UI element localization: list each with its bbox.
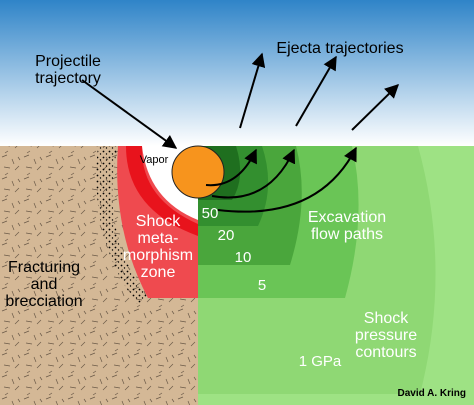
sky bbox=[0, 0, 474, 146]
label-fracturing-2: and bbox=[31, 276, 58, 293]
label-fracturing-3: brecciation bbox=[5, 293, 82, 310]
label-shock-meta-2: meta- bbox=[138, 230, 179, 247]
label-ejecta: Ejecta trajectories bbox=[276, 40, 403, 57]
label-shock-meta-3: morphism bbox=[123, 247, 193, 264]
label-shock-meta-1: Shock bbox=[136, 213, 181, 230]
label-shock-pressure-3: contours bbox=[355, 344, 416, 361]
label-projectile-2: trajectory bbox=[35, 70, 101, 87]
flow-path-1 bbox=[211, 148, 296, 199]
ejecta-arrow-3 bbox=[351, 84, 400, 131]
label-contour-1gpa: 1 GPa bbox=[299, 353, 342, 370]
label-shock-pressure-2: pressure bbox=[355, 327, 417, 344]
label-projectile-1: Projectile bbox=[35, 53, 101, 70]
label-shock-pressure-1: Shock bbox=[364, 310, 409, 327]
flow-path-3 bbox=[217, 146, 357, 213]
label-contour-20: 20 bbox=[218, 227, 235, 244]
label-contour-10: 10 bbox=[235, 249, 252, 266]
flow-path-2 bbox=[205, 148, 257, 187]
label-vapor: Vapor bbox=[140, 154, 169, 166]
brecciation-band bbox=[96, 146, 148, 305]
label-excavation-2: flow paths bbox=[311, 226, 383, 243]
label-shock-meta-4: zone bbox=[141, 264, 176, 281]
label-contour-5: 5 bbox=[258, 277, 266, 294]
ejecta-arrow-1 bbox=[239, 52, 266, 129]
credit-label: David A. Kring bbox=[397, 388, 466, 399]
ejecta-arrow-2 bbox=[295, 55, 337, 127]
projectile-trajectory-arrow bbox=[81, 79, 178, 149]
melt-layer bbox=[126, 146, 198, 236]
label-excavation-1: Excavation bbox=[308, 209, 386, 226]
label-fracturing-1: Fracturing bbox=[8, 259, 80, 276]
label-contour-50: 50 bbox=[202, 205, 219, 222]
